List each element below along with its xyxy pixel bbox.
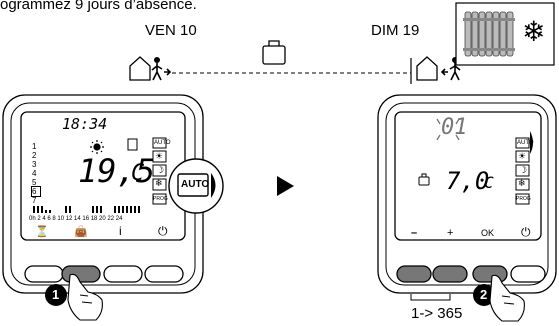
mode-prog[interactable]: PROG <box>153 196 168 202</box>
hourglass-icon: ⏳ <box>35 226 49 238</box>
step-1-number: 1 <box>52 287 60 302</box>
info-icon: i <box>119 224 122 238</box>
snowflake-icon: ❄ <box>522 15 546 48</box>
right-mode-comfort[interactable]: ☀ <box>518 151 527 161</box>
return-date: DIM 19 <box>371 22 420 39</box>
departure-date: VEN 10 <box>145 22 197 39</box>
auto-zoom-circle <box>168 158 224 214</box>
play-arrow <box>277 176 294 196</box>
house-departure-icon <box>129 56 151 81</box>
mode-eco[interactable]: ☽ <box>156 165 165 175</box>
hand-pointer-icon-2 <box>489 274 525 322</box>
zoom-auto-label: AUTO <box>181 179 210 190</box>
hour-scale: 0h 2 4 6 8 10 12 14 16 18 20 22 24 <box>29 216 123 222</box>
power-icon: ⏻ <box>158 224 168 238</box>
left-button-4 <box>144 265 184 283</box>
left-button-3 <box>103 265 143 283</box>
suitcase-small-icon: 👜 <box>74 226 88 238</box>
ok-label: OK <box>481 228 495 238</box>
right-temperature: 7,0 <box>446 167 490 195</box>
plus-label: + <box>447 227 454 239</box>
instruction-caption: ogrammez 9 jours d’absence. <box>0 0 197 13</box>
minus-label: – <box>411 227 418 239</box>
suitcase-icon <box>262 40 286 65</box>
mode-auto[interactable]: AUTO <box>154 140 171 146</box>
house-return-icon <box>416 56 438 81</box>
person-leaving-icon <box>151 56 172 81</box>
day-count: 01 <box>441 115 468 140</box>
lcd-unit: C <box>131 161 145 186</box>
lcd-temperature: 19,5 <box>78 152 156 190</box>
right-mode-frost[interactable]: ❄ <box>518 179 526 189</box>
selected-day: 6 <box>31 186 41 197</box>
person-returning-icon <box>440 56 461 81</box>
left-button-1 <box>24 265 64 283</box>
right-mode-auto[interactable]: AUTO <box>517 140 534 146</box>
step-1-badge <box>45 284 67 306</box>
lcd-time: 18:34 <box>62 115 108 133</box>
right-mode-prog[interactable]: PROG <box>516 196 531 202</box>
left-thermostat <box>2 94 204 294</box>
radiator-icon <box>455 2 555 66</box>
mode-frost[interactable]: ❄ <box>155 179 163 189</box>
left-button-2 <box>61 265 101 283</box>
day-list: 1 2 3 4 5 6 7 <box>31 142 41 205</box>
mode-comfort[interactable]: ☀ <box>155 151 164 161</box>
step-2-number: 2 <box>480 287 488 302</box>
hand-pointer-icon <box>67 273 103 321</box>
right-thermostat <box>377 94 557 301</box>
right-mode-eco[interactable]: ☽ <box>519 165 528 175</box>
right-unit: C <box>484 173 494 192</box>
program-bars <box>33 206 140 213</box>
right-power-icon: ⏻ <box>521 225 531 239</box>
sun-icon <box>90 140 104 154</box>
range-label: 1-> 365 <box>411 305 463 322</box>
